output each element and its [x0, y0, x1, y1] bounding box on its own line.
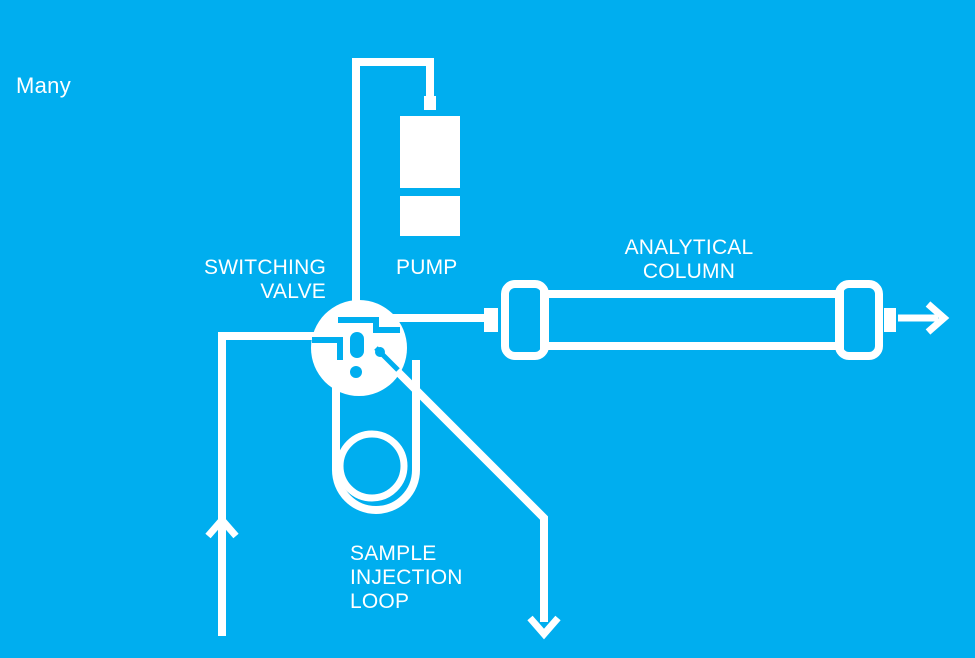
column-right-fitting	[884, 308, 896, 332]
sample-loop-label-line-1: SAMPLE	[350, 542, 437, 565]
pump-label: PUMP	[396, 256, 458, 279]
pump-top-nozzle	[424, 96, 436, 110]
valve-channel-upper	[338, 317, 400, 333]
valve-port-bottom	[350, 366, 362, 378]
pump-upper-chamber	[400, 116, 460, 188]
sample-loop-label-line-3: LOOP	[350, 590, 410, 613]
switching-valve	[311, 300, 407, 396]
loop-tubing	[332, 360, 420, 514]
pump-lower-chamber	[400, 196, 460, 236]
sample-loop-label-line-2: INJECTION	[350, 566, 463, 589]
column-left-fitting	[484, 308, 498, 332]
loop-coil	[336, 430, 408, 502]
analytical-column-label: ANALYTICAL COLUMN	[606, 236, 772, 284]
corner-label: Many	[16, 73, 71, 98]
waste-down-arrow	[527, 615, 561, 640]
switching-valve-label: SWITCHING VALVE	[190, 256, 326, 304]
valve-slot	[350, 332, 364, 358]
inlet-up-arrow	[205, 514, 239, 539]
sample-injection-loop-label: SAMPLE INJECTION LOOP	[350, 542, 463, 614]
valve-channel-left	[312, 337, 343, 360]
switching-valve-label-line-2: VALVE	[260, 280, 326, 303]
analytical-column	[484, 280, 896, 360]
column-outlet-arrow	[898, 301, 950, 335]
switching-valve-label-line-1: SWITCHING	[204, 256, 326, 279]
analytical-column-label-line-1: ANALYTICAL	[624, 236, 754, 259]
analytical-column-label-line-2: COLUMN	[642, 260, 736, 283]
column-right-endcap	[835, 280, 883, 360]
outlet-arrow-head	[925, 301, 950, 335]
valve-channel-right	[374, 346, 400, 372]
pump	[400, 96, 460, 236]
pump-supply-tubing	[352, 58, 434, 318]
waste-tubing	[377, 351, 548, 622]
inlet-tubing	[218, 332, 325, 636]
sample-injection-loop	[332, 360, 420, 514]
